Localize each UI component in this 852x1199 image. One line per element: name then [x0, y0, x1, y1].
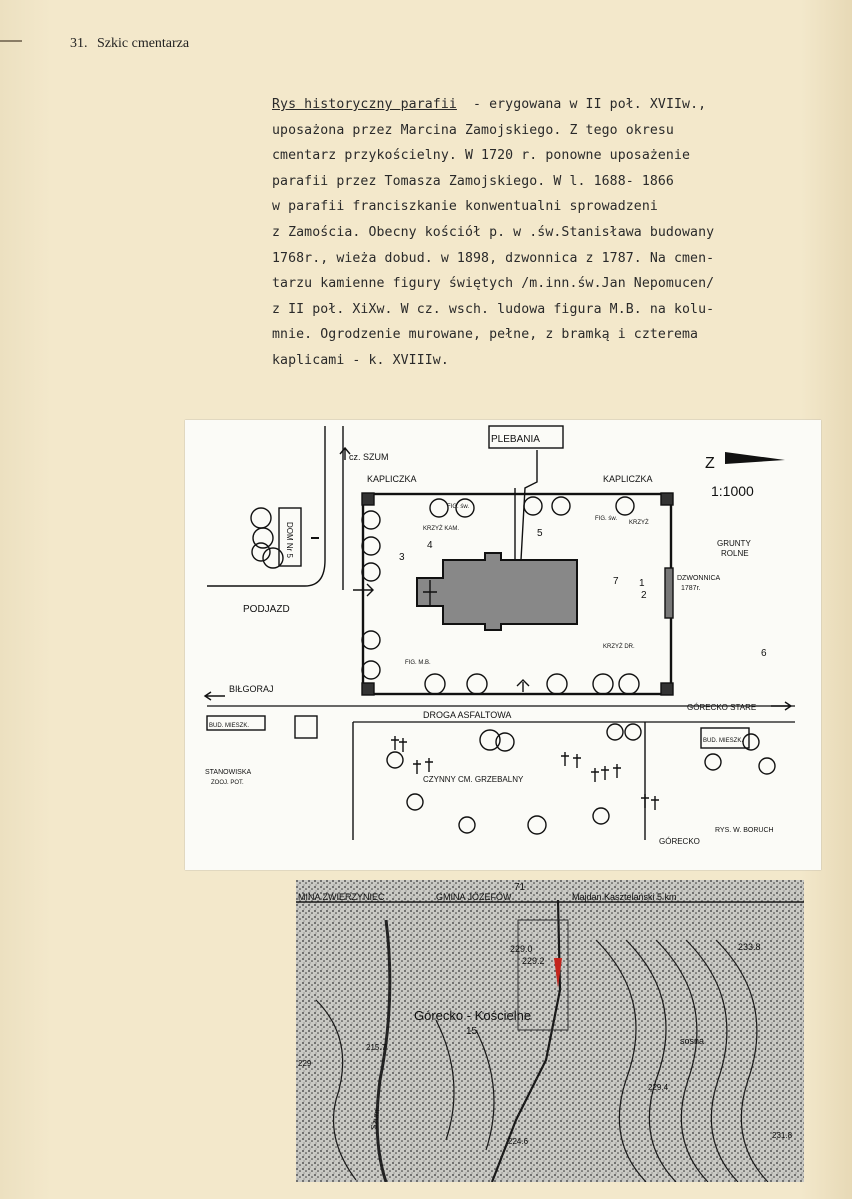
label-kapliczka-right: KAPLICZKA — [603, 474, 653, 484]
bell-tower — [664, 567, 674, 619]
history-line-8: z II poł. XiXw. W cz. wsch. ludowa figur… — [272, 301, 715, 317]
map-drawing: 71 MINA ZWIERZYNIEC GMINA JÓZEFÓW Majdan… — [296, 880, 804, 1182]
label-krzyz2: KRZYŻ DR. — [603, 643, 635, 650]
label-n1: 1 — [639, 578, 645, 589]
history-text: Rys historyczny parafii - erygowana w II… — [272, 92, 832, 374]
chapel-sw — [361, 682, 375, 696]
label-n5: 5 — [537, 528, 543, 539]
history-line-7: tarzu kamienne figury świętych /m.inn.św… — [272, 276, 715, 292]
page-header: 31. Szkic cmentarza — [70, 36, 189, 52]
label-north: Z — [705, 455, 715, 472]
label-bilgoraj: BIŁGORAJ — [229, 684, 274, 694]
label-n3: 3 — [399, 552, 405, 563]
map-label-h3: 233.8 — [738, 942, 761, 952]
map-label-h7: 224.6 — [508, 1137, 529, 1146]
chapel-nw — [361, 492, 375, 506]
label-n4: 4 — [427, 540, 433, 551]
label-kapliczka-left: KAPLICZKA — [367, 474, 417, 484]
history-line-3: parafii przez Tomasza Zamojskiego. W l. … — [272, 173, 674, 189]
label-podjazd: PODJAZD — [243, 604, 290, 615]
sketch-drawing: PLEBANIA KAPLICZKA KAPLICZKA cz. SZUM DO… — [203, 425, 795, 846]
label-bud-left: BUD. MIESZK. — [209, 723, 249, 729]
history-line-5: z Zamościa. Obecny kościół p. w .św.Stan… — [272, 224, 715, 240]
north-arrow-icon — [725, 452, 785, 464]
label-fig2: FIG. św. — [595, 516, 617, 522]
label-fig1: FIG. św. — [447, 504, 469, 510]
history-line-10: kaplicami - k. XVIIIw. — [272, 352, 449, 368]
map-label-sosna: sosna — [680, 1036, 704, 1046]
plebania-box — [488, 425, 564, 449]
label-stanowiska2: ZOOJ. POT. — [211, 780, 244, 786]
section-number: 31. — [70, 36, 88, 51]
label-dzwonnica-year: 1787r. — [681, 585, 701, 592]
label-n6: 6 — [761, 648, 767, 659]
label-dzwonnica: DZWONNICA — [677, 575, 720, 582]
map-label-szum: Szum — [369, 1108, 381, 1130]
section-title: Szkic cmentarza — [97, 36, 190, 51]
label-rys: RYS. W. BORUCH — [715, 827, 774, 834]
map-label-majdan: Majdan Kasztelański 5 km — [572, 892, 677, 902]
map-label-h5: 229 — [298, 1059, 312, 1068]
label-gorecko-stare: GÓRECKO STARE — [687, 703, 756, 712]
label-scale: 1:1000 — [711, 483, 754, 499]
label-stanowiska: STANOWISKA — [205, 769, 251, 776]
history-line-2: cmentarz przykościelny. W 1720 r. ponown… — [272, 148, 691, 164]
map-label-71: 71 — [514, 882, 526, 893]
church-marker — [554, 958, 562, 988]
history-heading: Rys historyczny parafii — [272, 97, 457, 112]
label-fig-mb: FIG. M.B. — [405, 660, 431, 666]
margin-mark — [0, 40, 22, 42]
history-line-0: - erygowana w II poł. XVIIw., — [456, 97, 707, 112]
label-plebania: PLEBANIA — [491, 434, 540, 445]
house-right — [700, 727, 750, 749]
map-label-gmina2: GMINA JÓZEFÓW — [436, 892, 512, 902]
label-rolne: ROLNE — [721, 549, 749, 558]
map-label-h4: 215.7 — [366, 1043, 387, 1052]
label-n7: 7 — [613, 576, 619, 587]
house-left — [206, 715, 266, 731]
label-bud-right: BUD. MIESZK. — [703, 738, 743, 744]
label-czynny: CZYNNY CM. GRZEBALNY — [423, 775, 524, 784]
label-n2: 2 — [641, 590, 647, 601]
label-cz-szum: cz. SZUM — [349, 452, 389, 462]
history-line-1: uposażona przez Marcina Zamojskiego. Z t… — [272, 122, 674, 138]
house-5 — [278, 507, 302, 567]
map-label-h8: 231.8 — [772, 1131, 793, 1140]
chapel-ne — [660, 492, 674, 506]
map-label-h1: 229.0 — [510, 944, 533, 954]
chapel-se — [660, 682, 674, 696]
map-label-h6: 229.4 — [648, 1083, 669, 1092]
label-droga: DROGA ASFALTOWA — [423, 710, 511, 720]
label-gorecko: GÓRECKO — [659, 837, 700, 846]
history-line-4: w parafii franciszkanie konwentualni spr… — [272, 199, 658, 215]
label-dom: DOM Nr 5 — [285, 522, 294, 559]
cemetery-sketch: PLEBANIA KAPLICZKA KAPLICZKA cz. SZUM DO… — [185, 420, 821, 870]
history-line-6: 1768r., wieża dobud. w 1898, dzwonnica z… — [272, 250, 715, 266]
map-label-h2: 229.2 — [522, 956, 545, 966]
topographic-map: 71 MINA ZWIERZYNIEC GMINA JÓZEFÓW Majdan… — [296, 880, 804, 1182]
map-label-gmina1: MINA ZWIERZYNIEC — [298, 892, 385, 902]
label-krzyz1: KRZYŻ — [629, 519, 649, 526]
church — [416, 552, 578, 631]
label-grunty: GRUNTY — [717, 539, 751, 548]
map-river — [375, 919, 392, 1182]
label-krzyz-kam: KRZYŻ KAM. — [423, 525, 459, 532]
history-line-9: mnie. Ogrodzenie murowane, pełne, z bram… — [272, 327, 699, 343]
map-label-village: Górecko - Kościelne — [414, 1008, 531, 1023]
map-label-15: 15 — [466, 1026, 478, 1037]
road-west — [207, 426, 326, 587]
map-background — [296, 880, 804, 1182]
